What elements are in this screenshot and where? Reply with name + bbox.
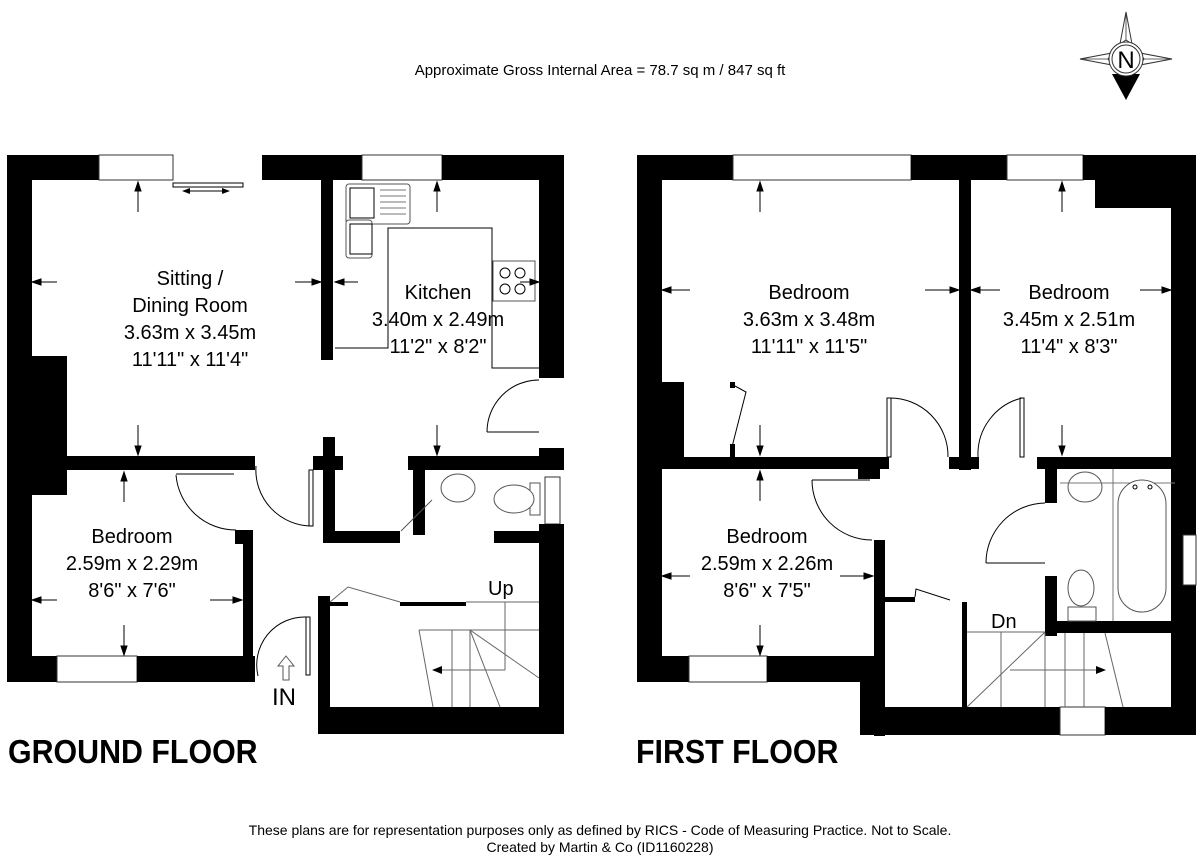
room-label-sitting-dining: Sitting / Dining Room 3.63m x 3.45m 11'1… xyxy=(124,266,256,374)
room-metric: 2.59m x 2.29m xyxy=(65,553,199,575)
room-imperial: 11'4" x 8'3" xyxy=(1020,336,1118,358)
room-label-bedroom-3: Bedroom 2.59m x 2.26m 8'6" x 7'5" xyxy=(701,524,833,605)
north-compass-icon: N xyxy=(1079,11,1173,100)
stairs-up-label: Up xyxy=(488,578,514,600)
room-metric: 3.45m x 2.51m xyxy=(1002,309,1136,331)
room-name: Bedroom xyxy=(91,526,173,548)
room-imperial: 11'2" x 8'2" xyxy=(389,336,487,358)
credit-text: Created by Martin & Co (ID1160228) xyxy=(486,839,714,855)
room-imperial: 11'11" x 11'4" xyxy=(131,349,249,371)
first-floor-dimension-arrows xyxy=(660,180,1173,657)
compass-letter: N xyxy=(1117,47,1134,74)
first-floor-fixtures xyxy=(730,382,1175,708)
disclaimer-text: These plans are for representation purpo… xyxy=(248,822,952,838)
room-name: Bedroom xyxy=(726,526,808,548)
ground-floor-walls xyxy=(7,154,564,734)
room-name: Bedroom xyxy=(1028,282,1110,304)
room-label-bedroom-1: Bedroom 3.63m x 3.48m 11'11" x 11'5" xyxy=(743,280,875,361)
room-metric: 2.59m x 2.26m xyxy=(700,553,834,575)
room-imperial: 11'11" x 11'5" xyxy=(750,336,868,358)
entrance-label: IN xyxy=(272,684,296,711)
stairs-down-label: Dn xyxy=(991,611,1017,633)
ground-floor-fixtures xyxy=(172,182,541,708)
first-floor-title: FIRST FLOOR xyxy=(636,733,839,770)
gross-internal-area: Approximate Gross Internal Area = 78.7 s… xyxy=(414,62,786,79)
ground-floor-title: GROUND FLOOR xyxy=(8,733,258,770)
first-floor-walls xyxy=(637,154,1197,736)
ground-floor-dimension-arrows xyxy=(30,180,541,657)
room-name: Kitchen xyxy=(404,282,472,304)
room-name: Sitting / xyxy=(156,268,224,290)
room-metric: 3.63m x 3.48m xyxy=(742,309,876,331)
room-name-line2: Dining Room xyxy=(132,295,248,317)
room-metric: 3.40m x 2.49m xyxy=(371,309,505,331)
room-imperial: 8'6" x 7'6" xyxy=(88,580,176,602)
room-metric: 3.63m x 3.45m xyxy=(123,322,257,344)
room-name: Bedroom xyxy=(768,282,850,304)
room-label-bedroom-2: Bedroom 3.45m x 2.51m 11'4" x 8'3" xyxy=(1003,280,1135,361)
room-label-ground-bedroom: Bedroom 2.59m x 2.29m 8'6" x 7'6" xyxy=(66,524,198,605)
room-imperial: 8'6" x 7'5" xyxy=(723,580,811,602)
room-label-kitchen: Kitchen 3.40m x 2.49m 11'2" x 8'2" xyxy=(372,280,504,361)
